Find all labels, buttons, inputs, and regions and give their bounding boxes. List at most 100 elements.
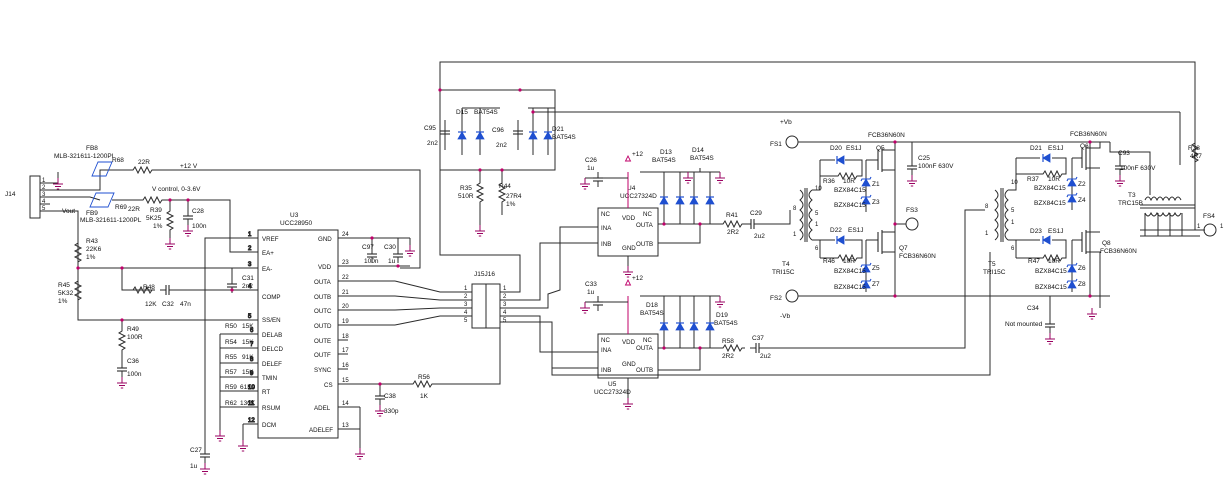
- u3-pin-ss: SS/EN: [262, 317, 281, 324]
- u3-pin-gnd: GND: [318, 236, 332, 243]
- z7-value: BZX84C15: [834, 284, 866, 291]
- r58-value: 2R2: [722, 353, 734, 360]
- delay-resistors: R50 15K R54 15K R55 91K R57 15K R59 61K9…: [214, 323, 256, 452]
- svg-text:22: 22: [342, 275, 349, 281]
- svg-text:1: 1: [248, 232, 252, 238]
- c29-value: 2u2: [754, 233, 765, 240]
- t4-label: T4: [782, 261, 790, 268]
- c38-label: C38: [384, 393, 396, 400]
- c30-label: C30: [384, 244, 396, 251]
- u5-pin-nc2: NC: [643, 337, 652, 344]
- vbp-label: +Vb: [780, 119, 792, 126]
- svg-text:1: 1: [464, 286, 468, 292]
- r57-label: R57: [225, 369, 237, 376]
- q7-value: FCB36N60N: [899, 253, 936, 260]
- q6-label: Q6: [1080, 143, 1089, 150]
- d23-label: D23: [1030, 228, 1042, 235]
- z2-value: BZX84C15: [1034, 185, 1066, 192]
- r43-value: 22K6: [86, 246, 102, 253]
- q5-label: Q5: [876, 145, 885, 152]
- u3-pin-adel: ADEL: [314, 405, 331, 412]
- svg-text:5: 5: [464, 318, 468, 324]
- svg-text:8: 8: [793, 206, 797, 212]
- r45-tol: 1%: [58, 298, 68, 305]
- u5-pin-inb: INB: [601, 367, 611, 374]
- d23-value: ES1J: [1048, 228, 1064, 235]
- svg-text:15: 15: [342, 378, 349, 384]
- r38-value: 4R7: [1190, 153, 1202, 160]
- q6-value: FCB36N60N: [1070, 131, 1107, 138]
- z1-value: BZX84C15: [834, 187, 866, 194]
- u5-pin-ina: INA: [601, 347, 612, 354]
- u4-label: U4: [627, 185, 636, 192]
- z6-label: Z6: [1078, 265, 1086, 272]
- svg-text:1: 1: [985, 231, 989, 237]
- r49-label: R49: [127, 326, 139, 333]
- r54-label: R54: [225, 339, 237, 346]
- driver-u5: NC INA INB NC OUTA OUTB VDD GND U5 UCC27…: [551, 209, 991, 410]
- svg-text:1: 1: [1220, 224, 1224, 230]
- r55-value: 91K: [242, 354, 254, 361]
- svg-text:8: 8: [985, 204, 989, 210]
- vout-label: Vout: [62, 208, 75, 215]
- u4-pin-nc2: NC: [643, 211, 652, 218]
- r59-label: R59: [225, 384, 237, 391]
- r49-value: 100R: [127, 334, 143, 341]
- c34-label: C34: [1027, 305, 1039, 312]
- c28-value: 100n: [192, 223, 207, 230]
- r48-c32: R48 12K C32 47n C31 2n2: [143, 268, 258, 308]
- svg-text:4: 4: [248, 284, 252, 290]
- u4-pin-vdd: VDD: [622, 215, 636, 222]
- c32-value: 47n: [180, 301, 191, 308]
- u3-pin-rt: RT: [262, 389, 270, 396]
- r57-value: 15K: [242, 369, 254, 376]
- r48-value: 12K: [145, 301, 157, 308]
- u3-pin-vref: VREF: [262, 236, 279, 243]
- u3-pin-delcd: DELCD: [262, 346, 284, 353]
- d14-label: D14: [692, 147, 704, 154]
- d18-value: BAT54S: [640, 310, 664, 317]
- r36-label: R36: [823, 178, 835, 185]
- u3-pin-dcm: DCM: [262, 422, 276, 429]
- j14-label: J14: [5, 191, 16, 198]
- svg-text:6: 6: [1011, 246, 1015, 252]
- svg-text:18: 18: [342, 334, 349, 340]
- svg-text:1: 1: [42, 178, 46, 184]
- r45-value: 5K32: [58, 290, 74, 297]
- r36-value: 10R: [843, 178, 855, 185]
- u3-right-components: C97 100n C30 1u C38 330p R56 1K: [354, 237, 501, 460]
- ferrite-fb9: FB9 MLB-321611-1200PL R69 22R V control,…: [62, 186, 201, 224]
- c29-label: C29: [750, 210, 762, 217]
- u3-pin-cs: CS: [324, 382, 333, 389]
- svg-text:6: 6: [250, 328, 254, 334]
- fs3-label: FS3: [906, 207, 918, 214]
- svg-text:1: 1: [793, 232, 797, 238]
- svg-text:10: 10: [248, 385, 255, 391]
- u3-pin-sync: SYNC: [314, 367, 332, 374]
- svg-text:1: 1: [503, 286, 507, 292]
- gate-q7: D22 ES1J R46 10R Q7 FCB36N60N Z5 BZX84C1…: [820, 227, 936, 292]
- svg-text:5: 5: [248, 314, 252, 320]
- svg-text:11: 11: [248, 401, 255, 407]
- vbn-label: -Vb: [780, 313, 791, 320]
- c95-label: C95: [424, 125, 436, 132]
- u3-pin-comp: COMP: [262, 294, 281, 301]
- r69-label: R69: [115, 204, 127, 211]
- ferrite-fb8: FB8 MLB-321611-1200PL R68 22R +12 V: [54, 145, 198, 177]
- z1-label: Z1: [872, 181, 880, 188]
- fb8-value: MLB-321611-1200PL: [54, 153, 116, 160]
- q8-label: Q8: [1102, 240, 1111, 247]
- c95-value: 2n2: [427, 140, 438, 147]
- z5-value: BZX84C15: [834, 268, 866, 275]
- svg-text:3: 3: [464, 302, 468, 308]
- r55-label: R55: [225, 354, 237, 361]
- c36-value: 100n: [127, 371, 142, 378]
- fs1-label: FS1: [770, 141, 782, 148]
- c31-label: C31: [242, 275, 254, 282]
- svg-text:5: 5: [503, 318, 507, 324]
- connector-j15j16: J15J16 12 34 5 12 34 5: [394, 61, 1196, 369]
- u5-pin-outb: OUTB: [636, 367, 653, 374]
- svg-text:3: 3: [503, 302, 507, 308]
- c28-label: C28: [192, 208, 204, 215]
